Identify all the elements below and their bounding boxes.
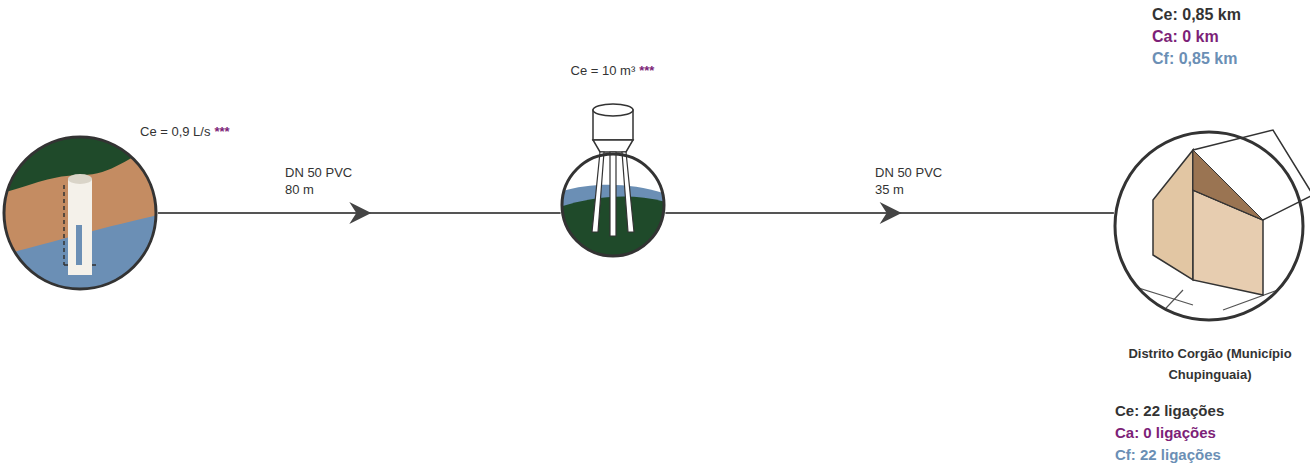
- pipe-connector: [665, 202, 1113, 224]
- node-text: Ce: 22 ligações: [1115, 402, 1224, 419]
- node-text: Ce = 10 m³: [571, 63, 636, 78]
- reservoir-illustration: [560, 152, 666, 258]
- station-circle: [2, 135, 158, 291]
- node-text: ***: [214, 124, 229, 139]
- text-line: Ca: 0 km: [1152, 28, 1219, 46]
- node-text: Ca: 0 km: [1152, 28, 1219, 45]
- node-text: Distrito Corgão (Município Chupinguaia): [1128, 346, 1291, 382]
- pipe-label: DN 50 PVC 35 m: [875, 164, 955, 198]
- node-text: Ce: 0,85 km: [1152, 6, 1241, 23]
- node-text: Cf: 0,85 km: [1152, 50, 1237, 67]
- text-line: Ca: 0 ligações: [1115, 424, 1216, 442]
- station-node: Ce = 10 m³***: [545, 55, 680, 270]
- pipe-connector: [158, 202, 561, 224]
- text-line: Ce = 0,9 L/s ***: [140, 122, 230, 140]
- pipe-label: DN 50 PVC 80 m: [285, 164, 365, 198]
- node-text: Ce = 0,9 L/s: [140, 124, 210, 139]
- well-illustration: [2, 135, 158, 291]
- station-node: Ce = 0,9 L/s ***: [0, 110, 260, 300]
- text-line: Cf: 22 ligações: [1115, 446, 1221, 464]
- house-illustration: [1113, 130, 1305, 322]
- text-line: Ce = 10 m³***: [545, 61, 680, 79]
- text-line: Ce: 0,85 km: [1152, 6, 1241, 24]
- node-text: Ca: 0 ligações: [1115, 424, 1216, 441]
- node-text: ***: [639, 63, 654, 78]
- text-line: Cf: 0,85 km: [1152, 50, 1237, 68]
- station-node: Ce: 0,85 km Ca: 0 km Cf: 0,85 km Distrito C…: [1100, 0, 1310, 472]
- station-circle: [560, 152, 666, 258]
- node-text: Cf: 22 ligações: [1115, 446, 1221, 463]
- station-circle: [1113, 130, 1305, 322]
- text-line: Ce: 22 ligações: [1115, 402, 1224, 420]
- text-line: Distrito Corgão (Município Chupinguaia): [1125, 343, 1295, 385]
